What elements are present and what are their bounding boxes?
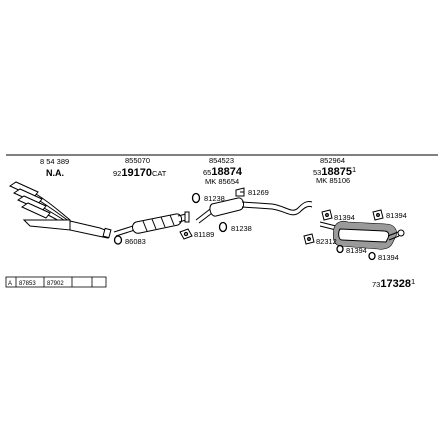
part-81238-b-label: 81238	[231, 224, 252, 233]
table-row-label: A	[8, 281, 12, 287]
reference-table	[5, 276, 107, 288]
clamp-81269	[235, 187, 245, 197]
catalyst-part-number: 9219170CAT	[113, 167, 167, 179]
gasket-81189	[179, 228, 193, 240]
middle-part-main: 18874	[211, 166, 242, 178]
kit-part-main: 17328	[380, 278, 411, 290]
table-cell-2: 87902	[47, 281, 64, 287]
hanger-81394-c	[336, 244, 344, 254]
ring-81238-a	[191, 192, 201, 204]
catalyst-part-main: 19170	[121, 167, 152, 179]
part-81394-a-label: 81394	[334, 213, 355, 222]
table-cell-1: 87853	[19, 281, 36, 287]
middle-part-number: 6518874	[203, 166, 243, 178]
part-81394-d-label: 81394	[378, 253, 399, 262]
part-86083-label: 86083	[125, 237, 146, 246]
manifold-code-label: 8 54 389	[40, 157, 69, 166]
hanger-81394-d	[368, 251, 376, 261]
ring-86083	[113, 235, 123, 245]
rear-part-prefix: 53	[313, 168, 321, 177]
catalytic-converter	[113, 211, 190, 237]
exhaust-manifold	[8, 181, 112, 239]
part-81269-label: 81269	[248, 188, 269, 197]
catalyst-part-prefix: 92	[113, 169, 121, 178]
rear-part-number: 53188751	[313, 165, 356, 178]
middle-code-label: 854523	[209, 156, 234, 165]
rear-mk-label: MK 85106	[316, 176, 350, 185]
part-81189-label: 81189	[194, 230, 214, 239]
rear-code-label: 852964	[320, 156, 345, 165]
kit-part-sup: 1	[411, 277, 415, 286]
rear-part-main: 18875	[321, 166, 352, 178]
kit-part-prefix: 73	[372, 280, 380, 289]
ring-81238-b	[218, 221, 228, 233]
kit-part-number: 73173281	[372, 277, 415, 290]
gasket-82312	[303, 233, 315, 245]
manifold-name-label: N.A.	[46, 168, 64, 178]
part-82312-label: 82312	[316, 237, 337, 246]
part-81394-c-label: 81394	[346, 246, 367, 255]
catalyst-code-label: 855070	[125, 156, 150, 165]
middle-silencer	[195, 197, 313, 224]
part-81394-b-label: 81394	[386, 211, 407, 220]
part-81238-a-label: 81238	[204, 194, 225, 203]
middle-mk-label: MK 85654	[205, 177, 239, 186]
hanger-81394-b	[372, 209, 384, 221]
hanger-81394-a	[321, 209, 333, 221]
rear-part-sup: 1	[352, 165, 356, 174]
middle-part-prefix: 65	[203, 168, 211, 177]
catalyst-part-suffix: CAT	[152, 169, 167, 178]
rear-silencer	[319, 220, 405, 250]
